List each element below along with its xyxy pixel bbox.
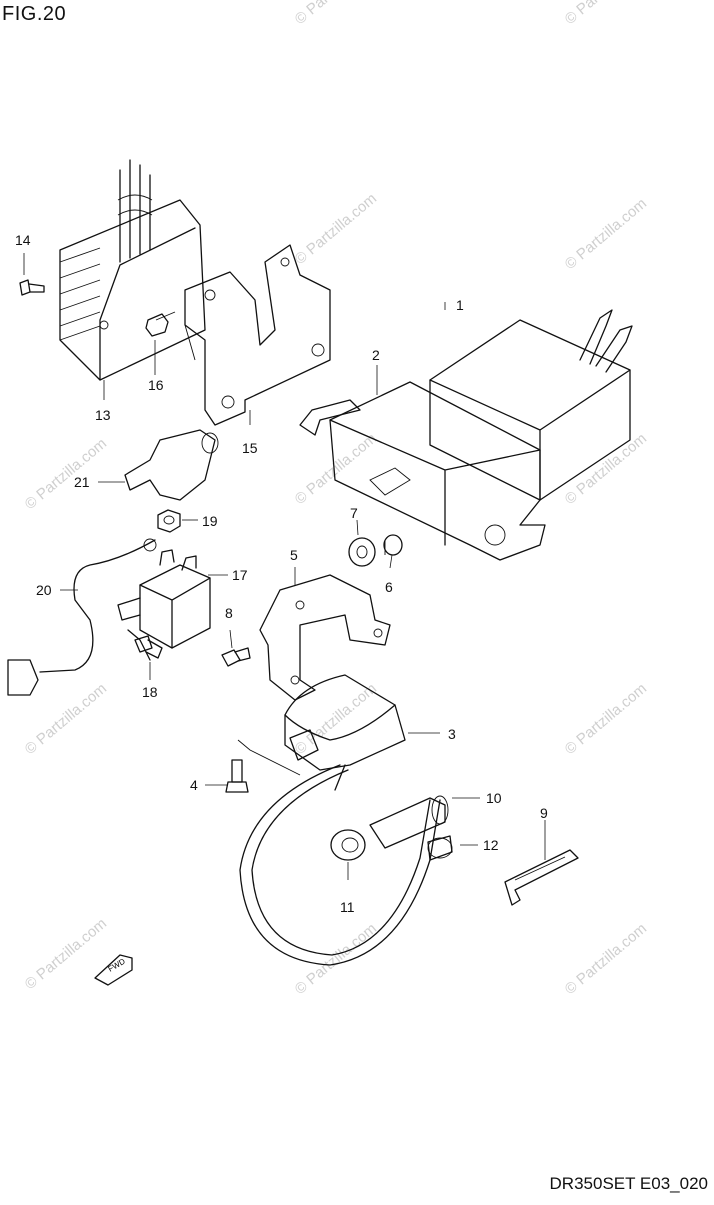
callout-10: 10 — [486, 790, 502, 806]
plug-cap-10 — [369, 795, 449, 849]
watermarks: © Partzilla.com © Partzilla.com © Partzi… — [22, 0, 650, 998]
cap-21 — [124, 429, 219, 501]
callout-8: 8 — [225, 605, 233, 621]
callout-15: 15 — [242, 440, 258, 456]
callout-21: 21 — [74, 474, 90, 490]
screw-14 — [19, 279, 45, 296]
ignition-coil — [284, 674, 406, 791]
leader-lines — [23, 253, 546, 880]
bolt-4 — [225, 739, 301, 793]
callout-3: 3 — [448, 726, 456, 742]
collar-6 — [383, 534, 403, 556]
bolt-18 — [134, 635, 163, 659]
watermark: © Partzilla.com — [292, 920, 380, 998]
callout-5: 5 — [290, 547, 298, 563]
grommet-7 — [348, 537, 376, 567]
callout-7: 7 — [350, 505, 358, 521]
cdi-case — [299, 381, 546, 561]
callout-16: 16 — [148, 377, 164, 393]
callout-1: 1 — [456, 297, 464, 313]
callout-18: 18 — [142, 684, 158, 700]
callout-19: 19 — [202, 513, 218, 529]
watermark: © Partzilla.com — [562, 195, 650, 273]
watermark: © Partzilla.com — [22, 435, 110, 513]
watermark: © Partzilla.com — [22, 680, 110, 758]
watermark: © Partzilla.com — [22, 915, 110, 993]
callout-4: 4 — [190, 777, 198, 793]
callout-12: 12 — [483, 837, 499, 853]
watermark: © Partzilla.com — [562, 430, 650, 508]
figure-title: FIG.20 — [2, 3, 67, 25]
bolt-8 — [221, 647, 251, 667]
watermark: © Partzilla.com — [292, 190, 380, 268]
callout-14: 14 — [15, 232, 31, 248]
watermark: © Partzilla.com — [562, 680, 650, 758]
callout-11: 11 — [340, 899, 355, 915]
mounting-bracket — [184, 244, 331, 426]
diagram-code: DR350SET E03_020 — [549, 1174, 708, 1193]
nut-19 — [157, 509, 181, 533]
callout-6: 6 — [385, 579, 393, 595]
callout-2: 2 — [372, 347, 380, 363]
clamp-9 — [504, 849, 579, 906]
watermark: © Partzilla.com — [562, 920, 650, 998]
seal-12 — [427, 835, 453, 861]
high-tension-lead — [239, 764, 441, 966]
bolt-16 — [145, 311, 176, 337]
callout-13: 13 — [95, 407, 111, 423]
watermark: © Partzilla.com — [292, 0, 380, 28]
cap-11 — [330, 829, 366, 861]
lead-wire-20 — [7, 538, 157, 696]
fwd-label: FWD — [107, 957, 127, 974]
watermark: © Partzilla.com — [292, 430, 380, 508]
callouts: 1 2 3 4 5 6 7 8 9 10 11 12 13 14 15 16 1… — [15, 232, 548, 915]
callout-20: 20 — [36, 582, 52, 598]
callout-9: 9 — [540, 805, 548, 821]
coil-bracket — [259, 574, 391, 701]
forward-arrow-icon: FWD — [94, 954, 133, 986]
regulator-rectifier — [59, 159, 206, 381]
callout-17: 17 — [232, 567, 248, 583]
starter-relay — [117, 549, 211, 661]
watermark: © Partzilla.com — [562, 0, 650, 28]
